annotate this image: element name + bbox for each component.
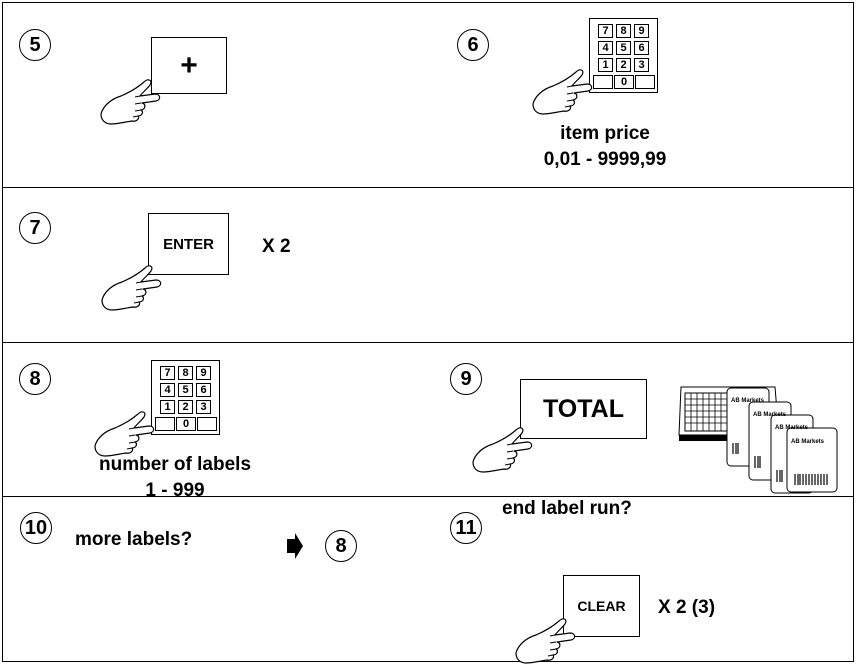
end-label-run-question: end label run?: [502, 498, 632, 519]
step-number-5: 5: [19, 29, 51, 61]
hand-pointer-icon: [472, 427, 533, 473]
item-price-caption: item price: [560, 123, 650, 144]
divider: [2, 496, 854, 497]
label-brand-text: AB Markets: [731, 398, 765, 404]
price-range-caption: 0,01 - 9999,99: [543, 149, 667, 170]
keypad-key: [197, 417, 217, 431]
enter-key[interactable]: ENTER: [148, 213, 229, 275]
label-brand-text: AB Markets: [775, 425, 809, 431]
keypad-key: [593, 75, 613, 89]
hand-pointer-icon: [532, 69, 593, 115]
keypad-key: 5: [178, 383, 193, 397]
step-number-6: 6: [457, 29, 489, 61]
keypad-key: 0: [176, 417, 196, 431]
keypad-key: 2: [178, 400, 193, 414]
press-count: X 2: [262, 236, 291, 257]
keypad-key: 6: [634, 41, 649, 55]
keypad-key: 7: [598, 24, 613, 38]
total-key[interactable]: TOTAL: [520, 379, 647, 439]
press-count: X 2 (3): [658, 597, 716, 618]
number-of-labels-caption: number of labels: [98, 454, 252, 475]
step-number-9: 9: [450, 363, 482, 395]
hand-pointer-icon: [101, 265, 162, 311]
keypad-key: 9: [634, 24, 649, 38]
step-number-11: 11: [450, 512, 482, 544]
keypad-key: 6: [196, 383, 211, 397]
label-stack-icon: AB Markets AB Markets AB Markets AB Mark…: [726, 387, 838, 494]
keypad-key: 0: [614, 75, 634, 89]
label-brand-text: AB Markets: [753, 412, 787, 418]
keypad-key: 5: [616, 41, 631, 55]
keypad-key: 4: [598, 41, 613, 55]
plus-key[interactable]: +: [151, 37, 227, 94]
more-labels-question: more labels?: [75, 529, 193, 550]
keypad-key: 1: [598, 58, 613, 72]
keypad-key: 9: [196, 366, 211, 380]
divider: [2, 342, 854, 343]
clear-key[interactable]: CLEAR: [563, 575, 640, 637]
hand-pointer-icon: [94, 411, 155, 457]
keypad-key: 3: [196, 400, 211, 414]
hand-pointer-icon: [515, 618, 576, 664]
keypad-key: 8: [616, 24, 631, 38]
step-number-10: 10: [20, 512, 52, 544]
keypad-key: 7: [160, 366, 175, 380]
step-number-8-goto: 8: [325, 530, 357, 562]
divider: [2, 187, 854, 188]
keypad-key: 3: [634, 58, 649, 72]
keypad-key: 4: [160, 383, 175, 397]
arrow-right-icon: [287, 533, 303, 559]
keypad-key: 2: [616, 58, 631, 72]
keypad-key: 1: [160, 400, 175, 414]
label-brand-text: AB Markets: [791, 439, 825, 445]
keypad-key: 8: [178, 366, 193, 380]
hand-pointer-icon: [100, 79, 161, 125]
step-number-8: 8: [19, 363, 51, 395]
label-range-caption: 1 - 999: [145, 480, 205, 501]
keypad-key: [155, 417, 175, 431]
step-number-7: 7: [19, 212, 51, 244]
keypad-key: [635, 75, 655, 89]
